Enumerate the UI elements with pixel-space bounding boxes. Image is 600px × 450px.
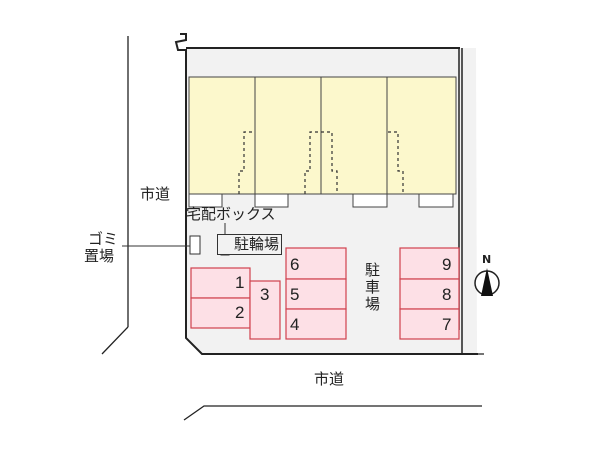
parking-number-4: 4: [290, 315, 300, 334]
parking-space-5: [285, 278, 347, 310]
parking-number-8: 8: [442, 285, 452, 304]
left-road-corner: [101, 326, 129, 355]
delivery-box-label: 宅配ボックス: [186, 205, 276, 223]
porch-4: [418, 193, 454, 208]
garbage-area: [189, 235, 201, 255]
parking-space-6: [285, 247, 347, 280]
parking-spaces: [190, 247, 460, 340]
parking-number-9: 9: [442, 255, 452, 274]
garbage-label-line1: ゴミ: [88, 230, 119, 248]
bicycle-parking-area: 駐輪場: [217, 234, 283, 255]
parking-space-7: [399, 308, 460, 340]
parking-number-1: 1: [235, 273, 245, 292]
parking-space-4: [285, 308, 347, 340]
parking-space-8: [399, 278, 460, 310]
porch-1: [188, 193, 223, 208]
parking-space-2: [190, 297, 251, 329]
bottom-road-edge: [183, 405, 482, 421]
parking-number-7: 7: [442, 315, 452, 334]
stair-dashed-lines: [238, 131, 404, 194]
parking-number-3: 3: [260, 285, 270, 304]
parking-number-2: 2: [235, 303, 245, 322]
parking-number-5: 5: [290, 285, 300, 304]
parking-number-6: 6: [290, 255, 300, 274]
porch-3: [352, 193, 388, 208]
parking-space-3: [249, 280, 281, 340]
garbage-label-line2: 置場: [84, 247, 115, 265]
porch-2: [254, 193, 289, 208]
parking-label: 駐車場: [363, 262, 381, 313]
compass-north-icon: [474, 268, 500, 296]
road-label-left: 市道: [140, 185, 171, 203]
building-block: [188, 76, 457, 208]
road-label-bottom: 市道: [314, 370, 345, 388]
compass-north-label: N: [482, 253, 492, 266]
bicycle-parking-label: 駐輪場: [234, 235, 280, 253]
site-boundary-left-bottom: [174, 33, 478, 355]
